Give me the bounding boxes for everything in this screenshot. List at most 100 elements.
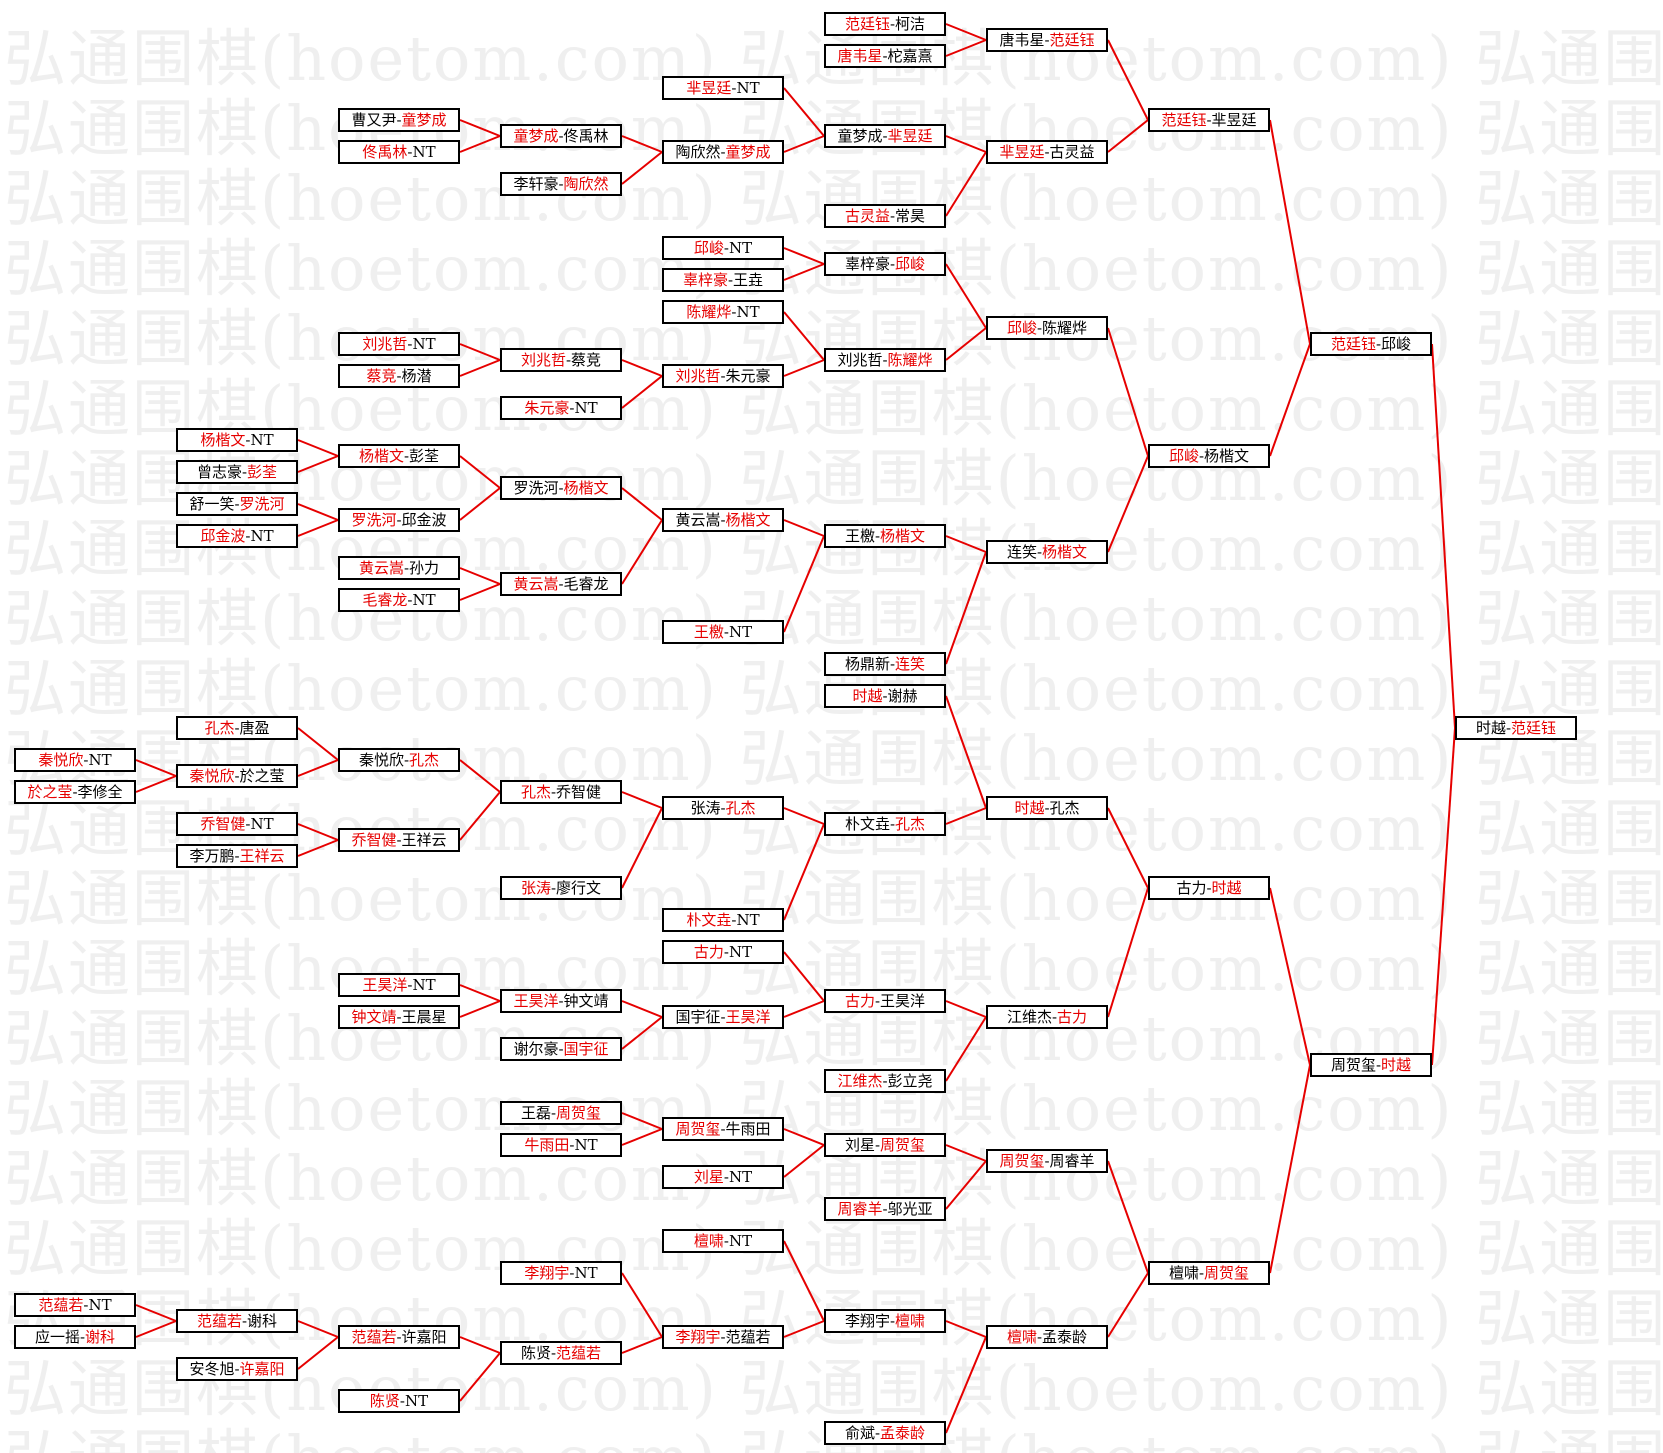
player-name: 常昊 — [895, 207, 926, 225]
player-name: 蔡竞 — [571, 351, 602, 369]
player-name: NT — [574, 1264, 598, 1282]
match-box: 曾志豪-彭荃 — [176, 460, 298, 484]
separator: - — [569, 1264, 575, 1282]
player-name: 童梦成 — [725, 143, 771, 161]
separator: - — [396, 111, 402, 129]
player-name: 陈贤 — [520, 1344, 551, 1362]
player-name: 王檄 — [693, 623, 724, 641]
player-name: 谢尔豪 — [513, 1040, 559, 1058]
match-box: 李翔宇-NT — [500, 1261, 622, 1285]
separator: - — [874, 527, 881, 545]
match-box: 邱峻-NT — [662, 236, 784, 260]
player-name: NT — [88, 751, 112, 769]
match-box: 童梦成-芈昱廷 — [824, 124, 946, 148]
player-name: 唐韦星 — [999, 31, 1045, 49]
bracket-connector — [459, 1352, 501, 1402]
match-box: 李轩豪-陶欣然 — [500, 172, 622, 196]
separator: - — [889, 255, 896, 273]
player-name: NT — [574, 1136, 598, 1154]
player-name: 乔智健 — [200, 815, 246, 833]
bracket-connector — [783, 1000, 825, 1018]
match-box: 古力-NT — [662, 940, 784, 964]
player-name: 廖行文 — [556, 879, 602, 897]
player-name: 舒一笑 — [189, 495, 235, 513]
separator: - — [723, 623, 729, 641]
player-name: NT — [412, 976, 436, 994]
bracket-connector — [783, 535, 825, 633]
match-box: 朱元豪-NT — [500, 396, 622, 420]
player-name: 连笑 — [1006, 543, 1037, 561]
player-name: 邬光亚 — [887, 1200, 933, 1218]
player-name: 孔杰 — [725, 799, 756, 817]
match-box: 王檄-NT — [662, 620, 784, 644]
separator: - — [558, 479, 564, 497]
player-name: NT — [412, 591, 436, 609]
player-name: 於之莹 — [239, 767, 285, 785]
player-name: 谢科 — [247, 1312, 278, 1330]
player-name: 秦悦欣 — [358, 751, 404, 769]
player-name: NT — [250, 815, 274, 833]
player-name: 佟禹林 — [362, 143, 408, 161]
player-name: 国宇征 — [675, 1008, 721, 1026]
player-name: 钟文靖 — [563, 992, 609, 1010]
bracket-connector — [783, 1144, 825, 1178]
separator: - — [1375, 335, 1382, 353]
player-name: 古力 — [693, 943, 724, 961]
player-name: 童梦成 — [837, 127, 883, 145]
bracket-connector — [945, 327, 987, 361]
separator: - — [550, 879, 557, 897]
player-name: 王垚 — [733, 271, 764, 289]
bracket-connector — [297, 1320, 339, 1338]
match-box: 牛雨田-NT — [500, 1133, 622, 1157]
separator: - — [731, 303, 737, 321]
match-box: 王昊洋-NT — [338, 973, 460, 997]
player-name: 王檄 — [844, 527, 875, 545]
separator: - — [550, 1104, 557, 1122]
bracket-connector — [945, 1144, 987, 1162]
bracket-connector — [945, 1160, 987, 1210]
bracket-connector — [297, 455, 339, 473]
separator: - — [882, 1200, 888, 1218]
bracket-connector — [945, 1016, 987, 1082]
separator: - — [407, 591, 413, 609]
player-name: 陈耀烨 — [887, 351, 933, 369]
match-box: 范蕴若-NT — [14, 1293, 136, 1317]
player-name: NT — [736, 303, 760, 321]
separator: - — [720, 1008, 726, 1026]
match-box: 国宇征-王昊洋 — [662, 1005, 784, 1029]
bracket-connector — [783, 1240, 825, 1322]
separator: - — [727, 271, 734, 289]
player-name: 周睿羊 — [1049, 1152, 1095, 1170]
separator: - — [882, 47, 888, 65]
match-box: 范蕴若-谢科 — [176, 1309, 298, 1333]
match-box: 檀啸-周贺玺 — [1148, 1261, 1270, 1285]
separator: - — [1051, 1008, 1058, 1026]
separator: - — [1044, 143, 1050, 161]
match-box: 佟禹林-NT — [338, 140, 460, 164]
player-name: 古力 — [1057, 1008, 1088, 1026]
player-name: 刘兆哲 — [837, 351, 883, 369]
bracket-connector — [783, 519, 825, 537]
player-name: 秦悦欣 — [189, 767, 235, 785]
player-name: 李翔宇 — [524, 1264, 570, 1282]
separator: - — [569, 1136, 575, 1154]
player-name: 孙力 — [409, 559, 440, 577]
player-name: 时越 — [1475, 719, 1506, 737]
match-box: 江维杰-彭立尧 — [824, 1069, 946, 1093]
bracket-connector — [945, 263, 987, 329]
player-name: 杨楷文 — [563, 479, 609, 497]
bracket-connector — [459, 343, 501, 361]
player-name: 邱峻 — [895, 255, 926, 273]
bracket-connector — [621, 1272, 663, 1338]
bracket-connector — [1269, 887, 1311, 1066]
bracket-connector — [621, 1112, 663, 1130]
match-box: 舒一笑-罗洗河 — [176, 492, 298, 516]
bracket-connector — [783, 247, 825, 265]
separator: - — [1198, 1264, 1205, 1282]
match-box: 江维杰-古力 — [986, 1005, 1108, 1029]
player-name: 秦悦欣 — [38, 751, 84, 769]
match-box: 邱峻-杨楷文 — [1148, 444, 1270, 468]
match-box: 曹又尹-童梦成 — [338, 108, 460, 132]
bracket-connector — [945, 807, 987, 825]
